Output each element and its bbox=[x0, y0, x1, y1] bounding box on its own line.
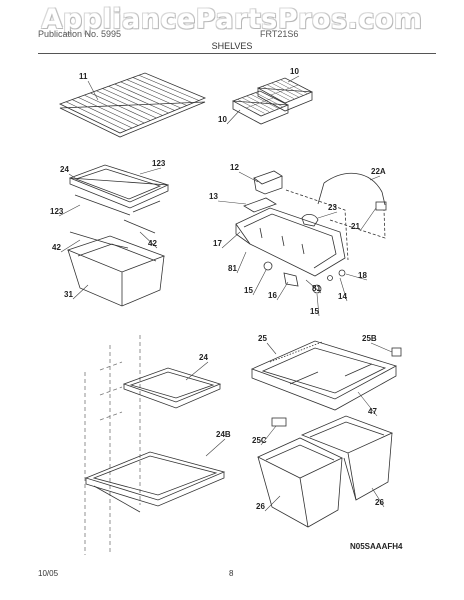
glass-shelf-lower bbox=[84, 451, 226, 513]
callout-leader bbox=[139, 167, 162, 175]
glass-shelf-upper bbox=[122, 367, 222, 409]
callout-leader bbox=[72, 284, 89, 300]
callout-leader bbox=[371, 487, 385, 508]
diagram-code: N05SAAAFH4 bbox=[350, 542, 403, 551]
callout-leader bbox=[369, 175, 381, 181]
part-callout: 17 bbox=[213, 239, 222, 248]
crisper-drawer-right bbox=[300, 415, 394, 501]
ice-tray-divider bbox=[270, 84, 299, 96]
part-callout: 25 bbox=[258, 334, 267, 343]
part-callout: 13 bbox=[209, 192, 218, 201]
header-rule bbox=[38, 53, 436, 54]
part-callout: 12 bbox=[230, 163, 239, 172]
callout-leader bbox=[217, 200, 247, 205]
part-callout: 15 bbox=[244, 286, 253, 295]
callout-leader bbox=[266, 342, 277, 355]
part-callout: 24 bbox=[60, 165, 69, 174]
callout-leader bbox=[58, 204, 81, 217]
publication-label: Publication No. 5995 bbox=[38, 29, 122, 39]
wire-rung bbox=[90, 92, 151, 121]
part-callout: 10 bbox=[290, 67, 299, 76]
footer-date: 10/05 bbox=[38, 569, 59, 578]
footer-page-number: 8 bbox=[229, 569, 234, 578]
wire-rung bbox=[138, 74, 200, 101]
callout-leader bbox=[205, 438, 226, 457]
model-number: FRT21S6 bbox=[260, 29, 299, 39]
callout-leader bbox=[139, 231, 158, 249]
wire-rung bbox=[84, 94, 145, 124]
crisper-drawer-left bbox=[257, 437, 343, 528]
callout-leader bbox=[305, 279, 322, 294]
ice-bin-assembly bbox=[235, 170, 387, 294]
part-callout: 31 bbox=[64, 290, 73, 299]
part-callout: 14 bbox=[338, 292, 347, 301]
wire-rung bbox=[114, 83, 175, 111]
part-callout: 25B bbox=[362, 334, 377, 343]
callout-leader bbox=[276, 281, 289, 301]
ice-tray-divider bbox=[245, 97, 274, 109]
part-callout: 18 bbox=[358, 271, 367, 280]
part-callout: 24 bbox=[199, 353, 208, 362]
callout-leader bbox=[357, 391, 378, 417]
callout-leader bbox=[226, 109, 241, 125]
callout-leader bbox=[60, 239, 81, 253]
crisper-cover bbox=[250, 340, 402, 427]
wire-rung bbox=[126, 79, 187, 106]
part-callout: 15 bbox=[310, 307, 319, 316]
crisper-drawer bbox=[66, 219, 166, 307]
part-callout: 81 bbox=[312, 284, 321, 293]
callout-leader bbox=[260, 425, 277, 446]
wire-rung bbox=[65, 101, 127, 131]
callout-leader bbox=[238, 171, 259, 183]
ice-tray-lower bbox=[232, 90, 289, 125]
callout-leader bbox=[68, 173, 79, 181]
wire-rung bbox=[72, 99, 133, 129]
section-title: SHELVES bbox=[211, 41, 253, 51]
part-callout: 26 bbox=[256, 502, 265, 511]
glass-shelf-with-frame bbox=[68, 164, 170, 216]
callout-leader bbox=[316, 293, 320, 317]
wire-rung bbox=[102, 88, 163, 116]
wire-rung bbox=[132, 77, 193, 104]
callout-leader bbox=[359, 207, 377, 232]
callout-leader bbox=[252, 269, 267, 296]
cabinet-liner-outline bbox=[84, 335, 141, 555]
callout-leader bbox=[236, 251, 247, 274]
part-callout: 16 bbox=[268, 291, 277, 300]
part-callout: 47 bbox=[368, 407, 377, 416]
callout-leader bbox=[264, 495, 281, 512]
part-callout: 21 bbox=[351, 222, 360, 231]
part-callout: 24B bbox=[216, 430, 231, 439]
wire-shelf bbox=[58, 72, 207, 138]
part-callout: 123 bbox=[50, 207, 64, 216]
part-callout: 42 bbox=[52, 243, 61, 252]
wire-rung bbox=[120, 81, 181, 109]
wire-rung bbox=[108, 86, 169, 114]
callout-leader bbox=[317, 211, 338, 219]
part-callout: 81 bbox=[228, 264, 237, 273]
callout-leader bbox=[221, 231, 241, 249]
ice-tray-upper bbox=[257, 77, 313, 112]
part-callout: 42 bbox=[148, 239, 157, 248]
part-callout: 123 bbox=[152, 159, 166, 168]
callout-leader bbox=[287, 75, 300, 83]
part-callout: 23 bbox=[328, 203, 337, 212]
callout-leader bbox=[87, 80, 99, 101]
wire-rung bbox=[78, 97, 139, 126]
part-callout: 25C bbox=[252, 436, 267, 445]
part-callout: 11 bbox=[79, 72, 88, 81]
part-callout: 26 bbox=[375, 498, 384, 507]
wire-rung bbox=[96, 90, 157, 119]
part-callout: 22A bbox=[371, 167, 386, 176]
callout-leader bbox=[185, 361, 209, 381]
callout-leader bbox=[339, 277, 348, 302]
callout-leader bbox=[345, 273, 368, 281]
callout-leader bbox=[370, 342, 393, 353]
part-callout: 10 bbox=[218, 115, 227, 124]
